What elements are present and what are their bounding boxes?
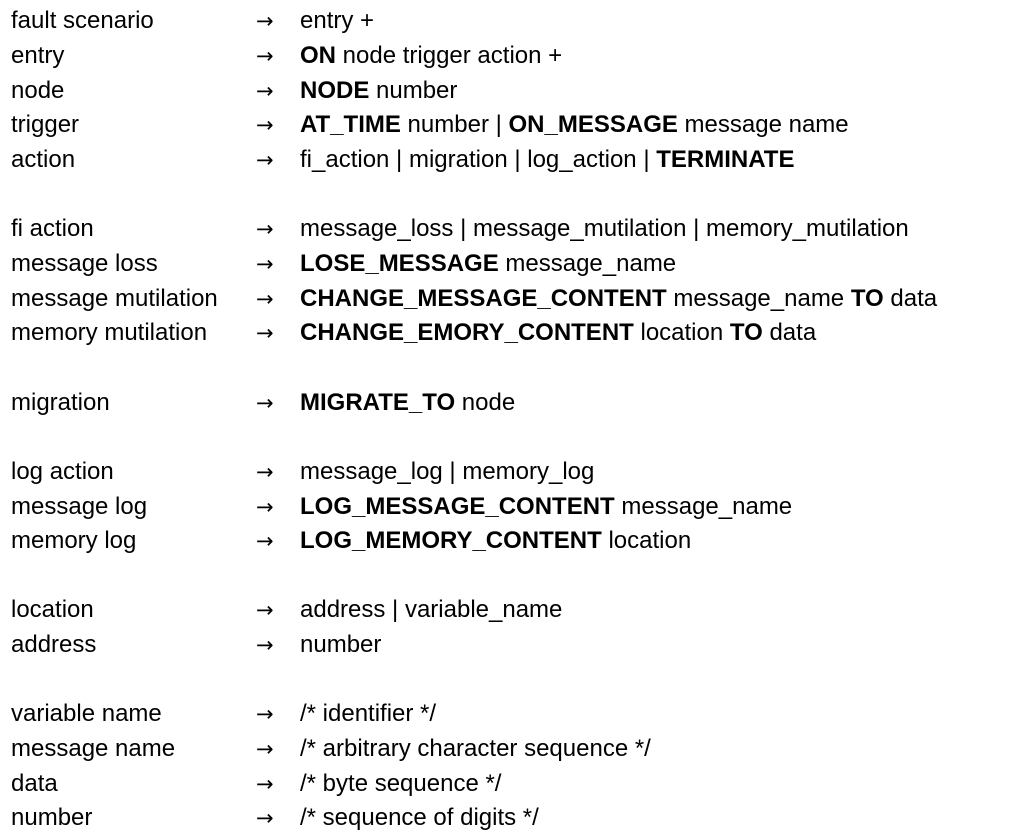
- rule-lhs: fi action: [11, 215, 94, 242]
- rule-lhs: fault scenario: [11, 7, 154, 34]
- keyword: LOG_MEMORY_CONTENT: [300, 527, 602, 554]
- arrow-icon: →: [256, 702, 274, 726]
- arrow-icon: →: [256, 113, 274, 137]
- rhs-text: node: [455, 389, 516, 416]
- rule-lhs: node: [11, 77, 65, 104]
- rule-rhs: CHANGE_MESSAGE_CONTENT message_name TO d…: [300, 282, 937, 316]
- rule-rhs: LOG_MESSAGE_CONTENT message_name: [300, 490, 792, 524]
- rule-lhs: message log: [11, 493, 148, 520]
- rule-lhs: memory mutilation: [11, 319, 208, 346]
- rhs-text: message_name: [666, 285, 851, 312]
- rhs-text: message_log | memory_log: [300, 458, 595, 485]
- rule-lhs: migration: [11, 389, 110, 416]
- rule-rhs: ON node trigger action +: [300, 39, 562, 73]
- rule-rhs: message_log | memory_log: [300, 455, 594, 489]
- rule-rhs: entry +: [300, 4, 374, 38]
- keyword: CHANGE_MESSAGE_CONTENT: [300, 285, 667, 312]
- rhs-text: message_name: [498, 250, 677, 277]
- keyword: ON_MESSAGE: [508, 111, 678, 138]
- rule-rhs: number: [300, 628, 381, 662]
- rule-lhs: action: [11, 146, 76, 173]
- arrow-icon: →: [256, 9, 274, 33]
- rule-rhs: /* sequence of digits */: [300, 801, 539, 835]
- keyword: MIGRATE_TO: [300, 389, 456, 416]
- rule-lhs: message mutilation: [11, 285, 218, 312]
- arrow-icon: →: [256, 806, 274, 830]
- rule-rhs: NODE number: [300, 74, 457, 108]
- arrow-icon: →: [256, 44, 274, 68]
- rhs-text: entry +: [300, 7, 375, 34]
- rhs-text: data: [762, 319, 817, 346]
- keyword: TO: [729, 319, 763, 346]
- rule-lhs: data: [11, 770, 58, 797]
- rule-lhs: entry: [11, 42, 65, 69]
- rule-rhs: address | variable_name: [300, 593, 562, 627]
- rhs-text: message_name: [614, 493, 793, 520]
- rule-lhs: trigger: [11, 111, 80, 138]
- rhs-text: location: [601, 527, 692, 554]
- arrow-icon: →: [256, 529, 274, 553]
- rhs-text: message_loss | message_mutilation | memo…: [300, 215, 909, 242]
- arrow-icon: →: [256, 633, 274, 657]
- rule-rhs: fi_action | migration | log_action | TER…: [300, 143, 794, 177]
- rule-lhs: number: [11, 804, 93, 831]
- rule-lhs: message name: [11, 735, 176, 762]
- rhs-text: message name: [677, 111, 849, 138]
- rhs-text: address | variable_name: [300, 596, 563, 623]
- keyword: LOSE_MESSAGE: [300, 250, 499, 277]
- rule-lhs: address: [11, 631, 97, 658]
- rule-rhs: /* arbitrary character sequence */: [300, 732, 651, 766]
- arrow-icon: →: [256, 737, 274, 761]
- arrow-icon: →: [256, 321, 274, 345]
- rhs-text: /* sequence of digits */: [300, 804, 539, 831]
- keyword: AT_TIME: [300, 111, 401, 138]
- arrow-icon: →: [256, 391, 274, 415]
- arrow-icon: →: [256, 252, 274, 276]
- rule-lhs: log action: [11, 458, 114, 485]
- rule-rhs: MIGRATE_TO node: [300, 386, 515, 420]
- rhs-text: number: [369, 77, 458, 104]
- rule-rhs: /* byte sequence */: [300, 767, 501, 801]
- arrow-icon: →: [256, 598, 274, 622]
- keyword: ON: [300, 42, 336, 69]
- rule-rhs: /* identifier */: [300, 697, 436, 731]
- rule-lhs: memory log: [11, 527, 137, 554]
- rule-rhs: LOSE_MESSAGE message_name: [300, 247, 676, 281]
- rule-lhs: message loss: [11, 250, 158, 277]
- rhs-text: node trigger action +: [336, 42, 563, 69]
- rhs-text: data: [883, 285, 938, 312]
- keyword: CHANGE_EMORY_CONTENT: [300, 319, 634, 346]
- rule-lhs: variable name: [11, 700, 162, 727]
- rhs-text: location: [633, 319, 730, 346]
- rhs-text: fi_action | migration | log_action |: [300, 146, 657, 173]
- rhs-text: number |: [400, 111, 509, 138]
- arrow-icon: →: [256, 460, 274, 484]
- rule-rhs: LOG_MEMORY_CONTENT location: [300, 524, 691, 558]
- keyword: NODE: [300, 77, 370, 104]
- rule-lhs: location: [11, 596, 94, 623]
- rule-rhs: CHANGE_EMORY_CONTENT location TO data: [300, 316, 816, 350]
- keyword: LOG_MESSAGE_CONTENT: [300, 493, 615, 520]
- arrow-icon: →: [256, 217, 274, 241]
- keyword: TO: [850, 285, 884, 312]
- rhs-text: /* byte sequence */: [300, 770, 502, 797]
- rule-rhs: AT_TIME number | ON_MESSAGE message name: [300, 108, 849, 142]
- arrow-icon: →: [256, 495, 274, 519]
- rhs-text: /* identifier */: [300, 700, 437, 727]
- arrow-icon: →: [256, 148, 274, 172]
- keyword: TERMINATE: [656, 146, 795, 173]
- arrow-icon: →: [256, 287, 274, 311]
- arrow-icon: →: [256, 79, 274, 103]
- arrow-icon: →: [256, 772, 274, 796]
- rule-rhs: message_loss | message_mutilation | memo…: [300, 212, 909, 246]
- rhs-text: number: [300, 631, 382, 658]
- rhs-text: /* arbitrary character sequence */: [300, 735, 651, 762]
